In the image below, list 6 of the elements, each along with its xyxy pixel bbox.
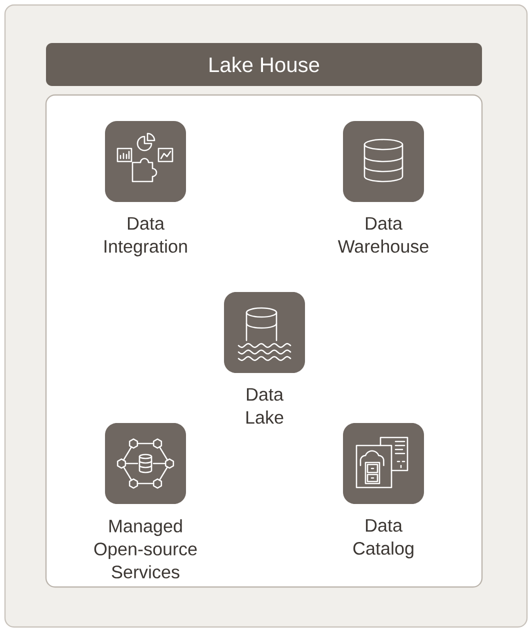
tile-label: Data Integration: [104, 217, 187, 256]
header-bar: Lake House: [46, 43, 482, 86]
tile-label: Managed Open-source Services: [94, 519, 197, 578]
tile-label: Data Catalog: [353, 519, 414, 558]
tile-label: Data Warehouse: [338, 217, 428, 253]
tile-label: Data Lake: [246, 388, 284, 424]
